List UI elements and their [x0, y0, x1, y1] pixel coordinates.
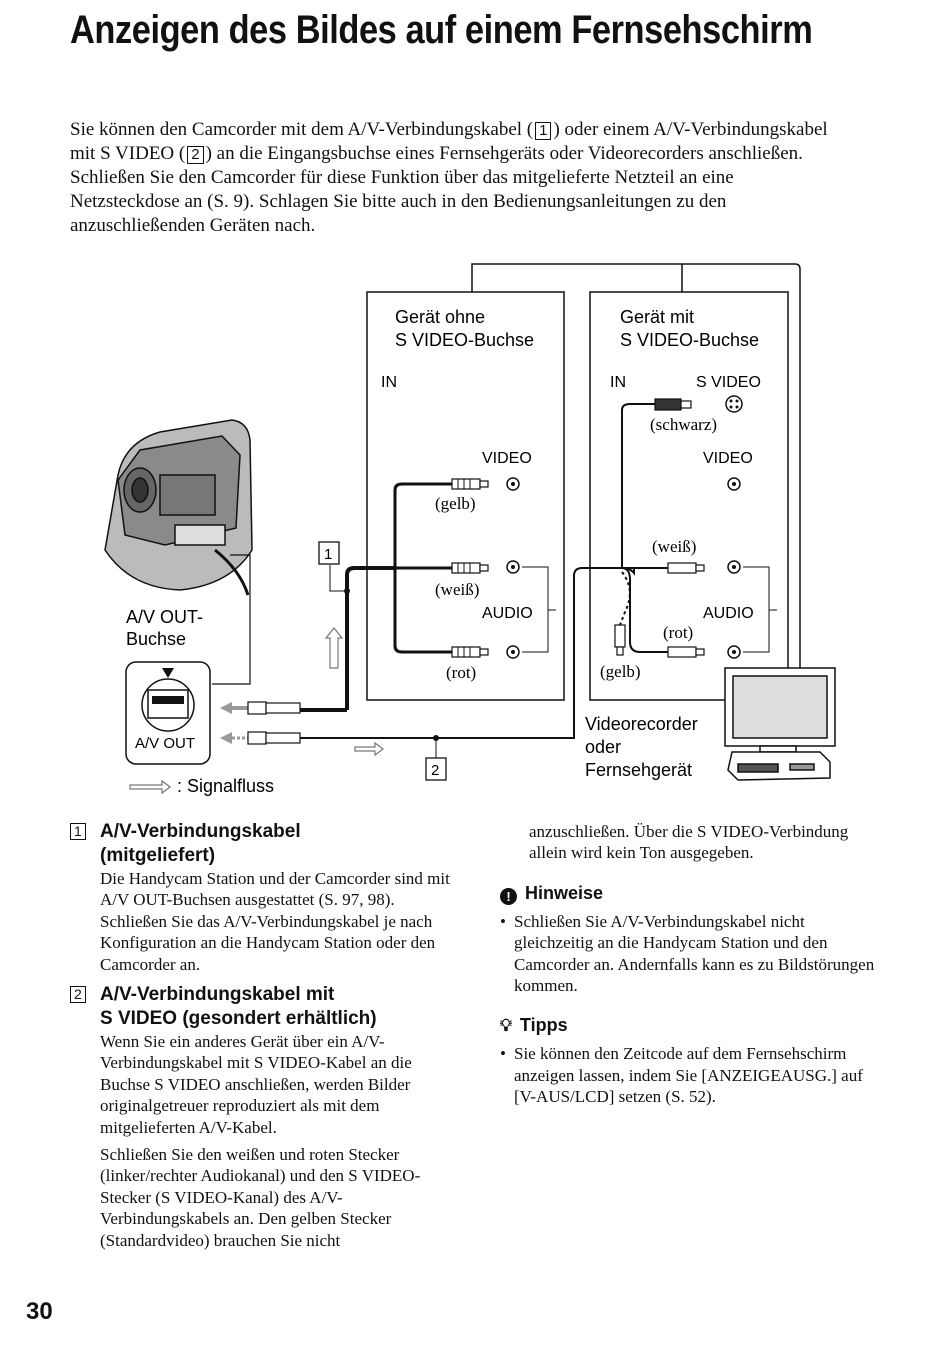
left-column: 1 A/V-Verbindungskabel (mitgeliefert) Di…: [70, 820, 450, 1259]
signal-flow-label: : Signalfluss: [177, 776, 274, 796]
box2-title-l1: Gerät mit: [620, 307, 694, 327]
item-2-text-1: Wenn Sie ein anderes Gerät über ein A/V-…: [100, 1032, 412, 1137]
cable-1: [300, 482, 452, 712]
label-rot-2: (rot): [663, 623, 693, 642]
intro-paragraph: Sie können den Camcorder mit dem A/V-Ver…: [70, 118, 830, 238]
item-2-heading-l2: S VIDEO (gesondert erhältlich): [100, 1008, 377, 1030]
jacks-box1: [506, 477, 556, 659]
cable-2-ref: 2: [187, 146, 204, 164]
video-label-2: VIDEO: [703, 450, 753, 467]
callout-2: 2: [431, 762, 439, 779]
in-label-1: IN: [381, 374, 397, 391]
label-rot-1: (rot): [446, 663, 476, 682]
note-icon: !: [500, 887, 517, 905]
label-weiss-1: (weiß): [435, 580, 479, 599]
in-label-2: IN: [610, 374, 626, 391]
hinweise-heading: !Hinweise: [500, 882, 875, 905]
continuation-text: anzuschließen. Über die S VIDEO-Verbindu…: [529, 822, 849, 863]
item-2: 2 A/V-Verbindungskabel mit S VIDEO (geso…: [70, 983, 450, 1251]
label-gelb-1: (gelb): [435, 494, 476, 513]
camcorder-icon: [104, 419, 253, 596]
page-number: 30: [26, 1298, 53, 1325]
audio-label-2: AUDIO: [703, 605, 754, 622]
label-schwarz: (schwarz): [650, 415, 717, 434]
label-gelb-2: (gelb): [600, 662, 641, 681]
av-out-jack: A/V OUT: [125, 661, 211, 765]
item-2-number: 2: [70, 986, 86, 1004]
jacks-box2: [725, 395, 777, 659]
hinweise-text: Schließen Sie A/V-Verbindungskabel nicht…: [500, 911, 875, 997]
tv-vcr-icon: [724, 667, 836, 781]
callout-2-box: [425, 757, 447, 781]
box1-title-l1: Gerät ohne: [395, 307, 485, 327]
callout-1: 1: [324, 546, 332, 563]
item-1-heading-l1: A/V-Verbindungskabel: [100, 821, 301, 842]
cable-2: [300, 403, 668, 739]
tipps-text: Sie können den Zeitcode auf dem Fernsehs…: [500, 1043, 875, 1107]
device-label-l1: Videorecorder: [585, 714, 698, 734]
device-label-l3: Fernsehgerät: [585, 760, 692, 780]
box-with-svideo: [589, 291, 789, 701]
av-out-label: A/V OUT: [135, 735, 195, 752]
lightbulb-icon: 💡︎: [500, 1016, 512, 1036]
item-1-heading-l2: (mitgeliefert): [100, 845, 216, 866]
item-2-text-2: Schließen Sie den weißen und roten Steck…: [100, 1145, 421, 1250]
bracket-line: [471, 263, 801, 670]
cable-1-ref: 1: [535, 122, 552, 140]
item-1: 1 A/V-Verbindungskabel (mitgeliefert) Di…: [70, 820, 450, 975]
callout-1-box: [318, 541, 340, 565]
intro-text-1: Sie können den Camcorder mit dem A/V-Ver…: [70, 119, 534, 140]
av-out-buchse-l1: A/V OUT-: [126, 607, 203, 627]
intro-text-3: ) an die Eingangsbuchse eines Fernsehger…: [70, 143, 803, 236]
right-column: anzuschließen. Über die S VIDEO-Verbindu…: [500, 821, 875, 1108]
signal-flow-icon: [129, 779, 171, 795]
box1-title-l2: S VIDEO-Buchse: [395, 330, 534, 350]
tipps-heading: 💡︎Tipps: [500, 1015, 568, 1036]
intro-text-2: ) oder einem A/V-Verbindungskabel mit S …: [70, 119, 828, 164]
page-title: Anzeigen des Bildes auf einem Fernsehsch…: [70, 8, 813, 52]
item-1-text: Die Handycam Station und der Camcorder s…: [100, 869, 450, 974]
item-1-number: 1: [70, 823, 86, 840]
svideo-label: S VIDEO: [696, 374, 761, 391]
box-without-svideo: [366, 291, 565, 701]
video-label-1: VIDEO: [482, 450, 532, 467]
item-2-heading-l1: A/V-Verbindungskabel mit: [100, 984, 335, 1006]
av-out-buchse-l2: Buchse: [126, 629, 186, 649]
label-weiss-2: (weiß): [652, 537, 696, 556]
device-label-l2: oder: [585, 737, 621, 757]
box2-title-l2: S VIDEO-Buchse: [620, 330, 759, 350]
connection-diagram: Gerät ohne S VIDEO-Buchse Gerät mit S VI…: [104, 263, 836, 796]
audio-label-1: AUDIO: [482, 605, 533, 622]
